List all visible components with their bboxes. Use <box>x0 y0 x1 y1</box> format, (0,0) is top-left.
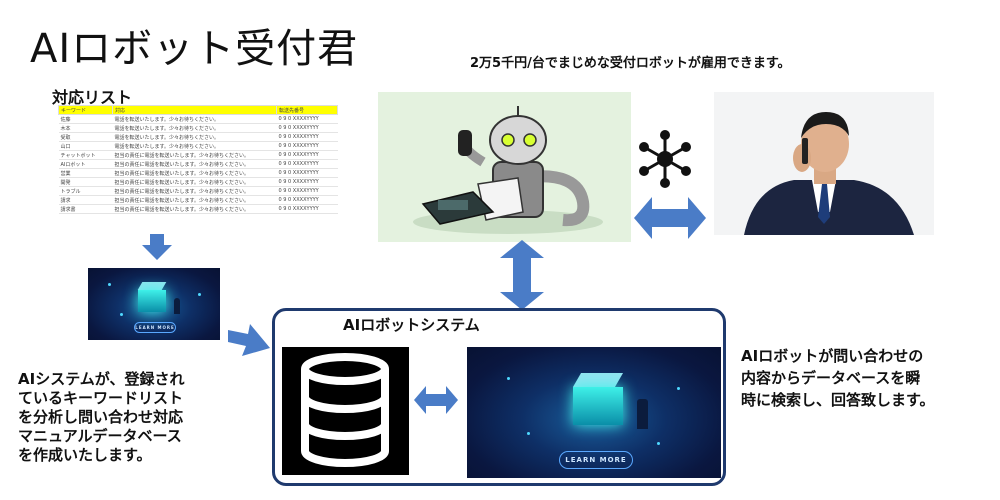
table-cell: 開発 <box>58 177 113 187</box>
table-cell: 0 9 0 XXXXYYYY <box>276 123 338 133</box>
network-hub-icon <box>639 130 691 188</box>
learn-more-button[interactable]: LEARN MORE <box>559 451 633 469</box>
table-row: トラブル担当の責任に電話を転送いたします。少々お待ちください。0 9 0 XXX… <box>58 186 338 196</box>
table-cell: 0 9 0 XXXXYYYY <box>276 204 338 214</box>
table-cell: 0 9 0 XXXXYYYY <box>276 114 338 124</box>
table-cell: 0 9 0 XXXXYYYY <box>276 150 338 160</box>
table-cell: 担当の責任に電話を転送いたします。少々お待ちください。 <box>112 150 277 160</box>
arrow-right-icon <box>228 324 270 356</box>
table-cell: 担当の責任に電話を転送いたします。少々お待ちください。 <box>112 177 277 187</box>
table-cell: 電話を転送いたします。少々お待ちください。 <box>112 123 277 133</box>
ai-banner-large: LEARN MORE <box>467 347 721 478</box>
table-cell: チャットボット <box>58 150 113 160</box>
table-header-cell: キーワード <box>58 105 113 115</box>
table-cell: 0 9 0 XXXXYYYY <box>276 186 338 196</box>
table-cell: 電話を転送いたします。少々お待ちください。 <box>112 114 277 124</box>
tagline: 2万5千円/台でまじめな受付ロボットが雇用できます。 <box>470 56 791 71</box>
table-row: 請求書担当の責任に電話を転送いたします。少々お待ちください。0 9 0 XXXX… <box>58 204 338 214</box>
table-row: AIロボット担当の責任に電話を転送いたします。少々お待ちください。0 9 0 X… <box>58 159 338 169</box>
table-cell: 受取 <box>58 132 113 142</box>
arrow-down-icon <box>142 234 172 260</box>
table-row: 受取電話を転送いたします。少々お待ちください。0 9 0 XXXXYYYY <box>58 132 338 142</box>
table-cell: 電話を転送いたします。少々お待ちください。 <box>112 132 277 142</box>
businessman-photo <box>714 92 934 235</box>
table-cell: 0 9 0 XXXXYYYY <box>276 195 338 205</box>
database-icon <box>301 353 389 467</box>
page-title: AIロボット受付君 <box>30 26 359 72</box>
table-cell: 請求書 <box>58 204 113 214</box>
table-cell: 電話を転送いたします。少々お待ちください。 <box>112 141 277 151</box>
table-cell: 担当の責任に電話を転送いたします。少々お待ちください。 <box>112 204 277 214</box>
double-arrow-horizontal-icon <box>634 197 706 239</box>
table-row: 佐藤電話を転送いたします。少々お待ちください。0 9 0 XXXXYYYY <box>58 114 338 124</box>
database-panel <box>282 347 409 475</box>
table-cell: トラブル <box>58 186 113 196</box>
system-title: AIロボットシステム <box>343 316 480 334</box>
ai-banner-small: LEARN MORE <box>88 268 220 340</box>
table-row: チャットボット担当の責任に電話を転送いたします。少々お待ちください。0 9 0 … <box>58 150 338 160</box>
table-row: 開発担当の責任に電話を転送いたします。少々お待ちください。0 9 0 XXXXY… <box>58 177 338 187</box>
ai-robot-system-box <box>272 308 726 486</box>
table-row: 山口電話を転送いたします。少々お待ちください。0 9 0 XXXXYYYY <box>58 141 338 151</box>
keyword-table: キーワード 対応 転送先番号 佐藤電話を転送いたします。少々お待ちください。0 … <box>58 105 338 214</box>
table-cell: 山口 <box>58 141 113 151</box>
table-cell: 営業 <box>58 168 113 178</box>
table-header-cell: 対応 <box>112 105 277 115</box>
table-row: 請求担当の責任に電話を転送いたします。少々お待ちください。0 9 0 XXXXY… <box>58 195 338 205</box>
table-cell: 担当の責任に電話を転送いたします。少々お待ちください。 <box>112 159 277 169</box>
table-cell: 0 9 0 XXXXYYYY <box>276 141 338 151</box>
table-cell: 0 9 0 XXXXYYYY <box>276 168 338 178</box>
table-header-cell: 転送先番号 <box>276 105 338 115</box>
table-cell: 0 9 0 XXXXYYYY <box>276 177 338 187</box>
learn-more-button[interactable]: LEARN MORE <box>134 322 176 333</box>
table-cell: AIロボット <box>58 159 113 169</box>
table-cell: 0 9 0 XXXXYYYY <box>276 132 338 142</box>
left-description: AIシステムが、登録され ているキーワードリスト を分析し問い合わせ対応 マニュ… <box>18 370 185 464</box>
table-cell: 木本 <box>58 123 113 133</box>
keyword-list-label: 対応リスト <box>52 88 133 107</box>
table-cell: 請求 <box>58 195 113 205</box>
right-description: AIロボットが問い合わせの 内容からデータベースを瞬 時に検索し、回答致します。 <box>741 347 935 409</box>
table-cell: 担当の責任に電話を転送いたします。少々お待ちください。 <box>112 168 277 178</box>
double-arrow-horizontal-icon <box>414 386 458 414</box>
table-cell: 担当の責任に電話を転送いたします。少々お待ちください。 <box>112 186 277 196</box>
table-cell: 佐藤 <box>58 114 113 124</box>
robot-illustration <box>378 92 631 242</box>
table-cell: 担当の責任に電話を転送いたします。少々お待ちください。 <box>112 195 277 205</box>
table-row: 木本電話を転送いたします。少々お待ちください。0 9 0 XXXXYYYY <box>58 123 338 133</box>
table-row: 営業担当の責任に電話を転送いたします。少々お待ちください。0 9 0 XXXXY… <box>58 168 338 178</box>
table-cell: 0 9 0 XXXXYYYY <box>276 159 338 169</box>
double-arrow-vertical-icon <box>500 240 544 310</box>
table-header-row: キーワード 対応 転送先番号 <box>58 105 338 115</box>
